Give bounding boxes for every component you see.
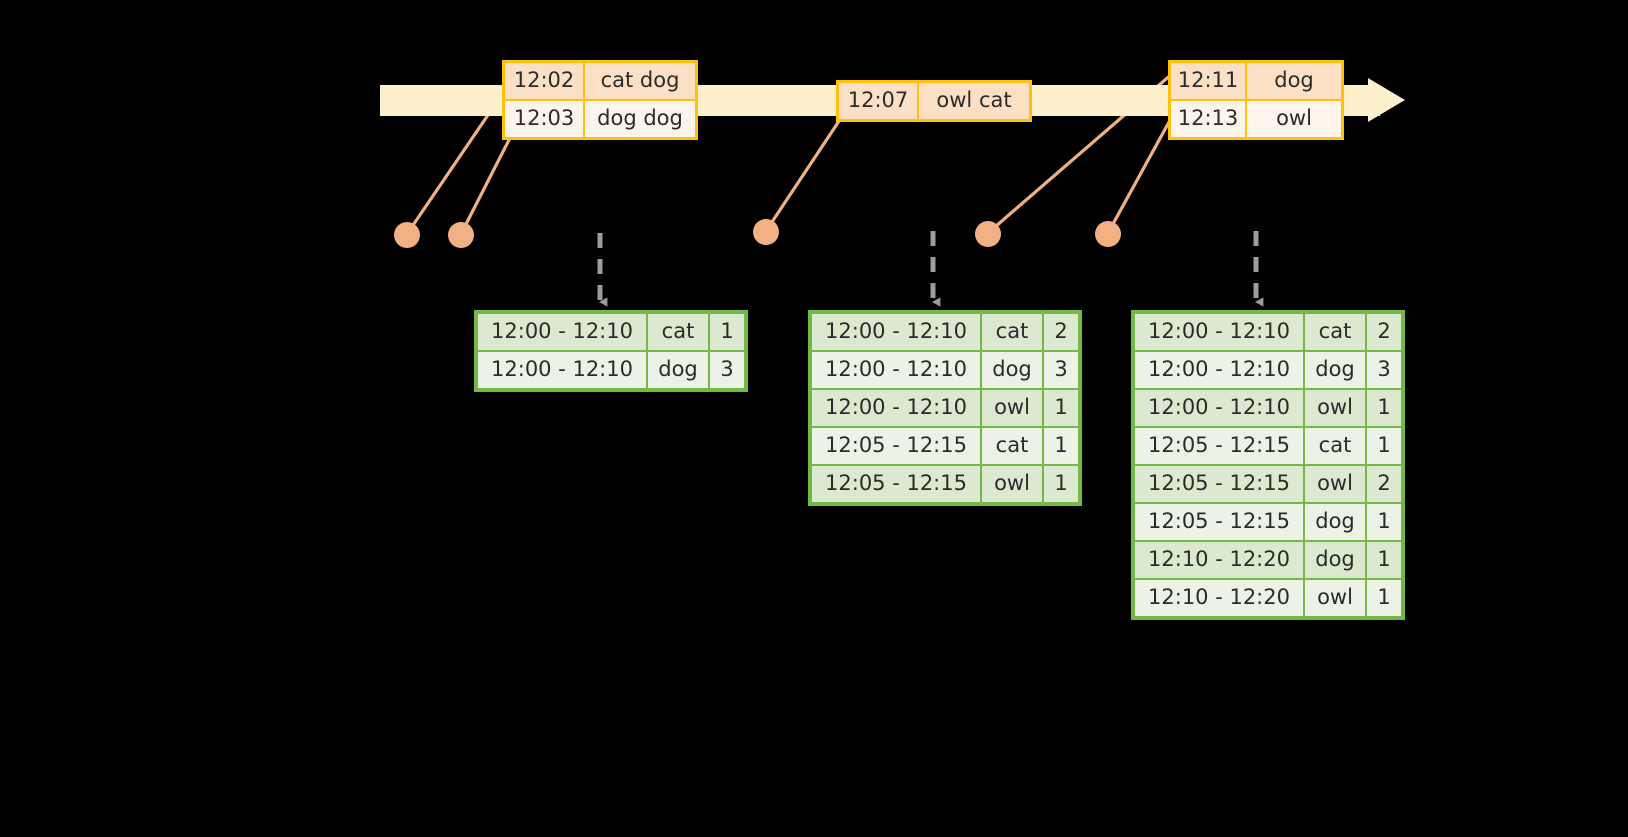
count-cell: 3 bbox=[710, 352, 744, 388]
marker-dot-12-13 bbox=[1095, 221, 1121, 247]
key-cell: owl bbox=[982, 390, 1042, 426]
count-cell: 2 bbox=[1367, 466, 1401, 502]
window-cell: 12:05 - 12:15 bbox=[1135, 466, 1303, 502]
window-cell: 12:00 - 12:10 bbox=[812, 352, 980, 388]
count-cell: 1 bbox=[1044, 428, 1078, 464]
window-cell: 12:00 - 12:10 bbox=[812, 390, 980, 426]
event-group-1[interactable]: 12:02 cat dog 12:03 dog dog bbox=[502, 60, 698, 140]
event-text: owl bbox=[1247, 101, 1341, 137]
event-group-2[interactable]: 12:07 owl cat bbox=[836, 80, 1032, 122]
window-cell: 12:00 - 12:10 bbox=[478, 314, 646, 350]
event-time: 12:13 bbox=[1171, 101, 1247, 137]
window-cell: 12:00 - 12:10 bbox=[1135, 314, 1303, 350]
key-cell: dog bbox=[1305, 542, 1365, 578]
count-cell: 2 bbox=[1367, 314, 1401, 350]
key-cell: owl bbox=[1305, 390, 1365, 426]
event-time: 12:07 bbox=[839, 83, 919, 119]
event-row: 12:13 owl bbox=[1171, 99, 1341, 137]
count-cell: 1 bbox=[710, 314, 744, 350]
count-cell: 1 bbox=[1367, 390, 1401, 426]
window-cell: 12:05 - 12:15 bbox=[1135, 428, 1303, 464]
window-cell: 12:05 - 12:15 bbox=[812, 466, 980, 502]
key-cell: cat bbox=[982, 314, 1042, 350]
window-cell: 12:00 - 12:10 bbox=[1135, 390, 1303, 426]
key-cell: owl bbox=[982, 466, 1042, 502]
count-cell: 2 bbox=[1044, 314, 1078, 350]
connector-12-13 bbox=[1106, 112, 1176, 234]
event-time: 12:02 bbox=[505, 63, 585, 99]
window-cell: 12:05 - 12:15 bbox=[812, 428, 980, 464]
marker-dot-12-02 bbox=[394, 222, 420, 248]
event-time: 12:03 bbox=[505, 101, 585, 137]
event-row: 12:11 dog bbox=[1171, 63, 1341, 99]
event-row: 12:07 owl cat bbox=[839, 83, 1029, 119]
key-cell: dog bbox=[648, 352, 708, 388]
window-cell: 12:00 - 12:10 bbox=[478, 352, 646, 388]
key-cell: cat bbox=[1305, 314, 1365, 350]
window-cell: 12:00 - 12:10 bbox=[812, 314, 980, 350]
marker-dots bbox=[394, 219, 1121, 248]
event-text: dog bbox=[1247, 63, 1341, 99]
window-cell: 12:05 - 12:15 bbox=[1135, 504, 1303, 540]
key-cell: owl bbox=[1305, 466, 1365, 502]
event-time: 12:11 bbox=[1171, 63, 1247, 99]
marker-dot-12-11 bbox=[975, 221, 1001, 247]
count-cell: 1 bbox=[1367, 580, 1401, 616]
emit-arrows bbox=[597, 231, 1264, 307]
count-cell: 1 bbox=[1367, 428, 1401, 464]
key-cell: dog bbox=[1305, 352, 1365, 388]
event-row: 12:03 dog dog bbox=[505, 99, 695, 137]
connector-12-03 bbox=[459, 133, 514, 235]
key-cell: cat bbox=[1305, 428, 1365, 464]
key-cell: dog bbox=[982, 352, 1042, 388]
key-cell: dog bbox=[1305, 504, 1365, 540]
event-group-3[interactable]: 12:11 dog 12:13 owl bbox=[1168, 60, 1344, 140]
window-cell: 12:10 - 12:20 bbox=[1135, 542, 1303, 578]
key-cell: cat bbox=[648, 314, 708, 350]
count-cell: 3 bbox=[1367, 352, 1401, 388]
marker-dot-12-03 bbox=[448, 222, 474, 248]
count-cell: 1 bbox=[1044, 466, 1078, 502]
count-cell: 3 bbox=[1044, 352, 1078, 388]
window-cell: 12:00 - 12:10 bbox=[1135, 352, 1303, 388]
event-text: cat dog bbox=[585, 63, 695, 99]
event-text: dog dog bbox=[585, 101, 695, 137]
count-cell: 1 bbox=[1367, 504, 1401, 540]
key-cell: cat bbox=[982, 428, 1042, 464]
marker-dot-12-07 bbox=[753, 219, 779, 245]
window-cell: 12:10 - 12:20 bbox=[1135, 580, 1303, 616]
count-cell: 1 bbox=[1044, 390, 1078, 426]
key-cell: owl bbox=[1305, 580, 1365, 616]
timeline-arrow-icon bbox=[1368, 78, 1405, 122]
count-cell: 1 bbox=[1367, 542, 1401, 578]
connector-12-07 bbox=[764, 114, 845, 232]
event-row: 12:02 cat dog bbox=[505, 63, 695, 99]
event-text: owl cat bbox=[919, 83, 1029, 119]
